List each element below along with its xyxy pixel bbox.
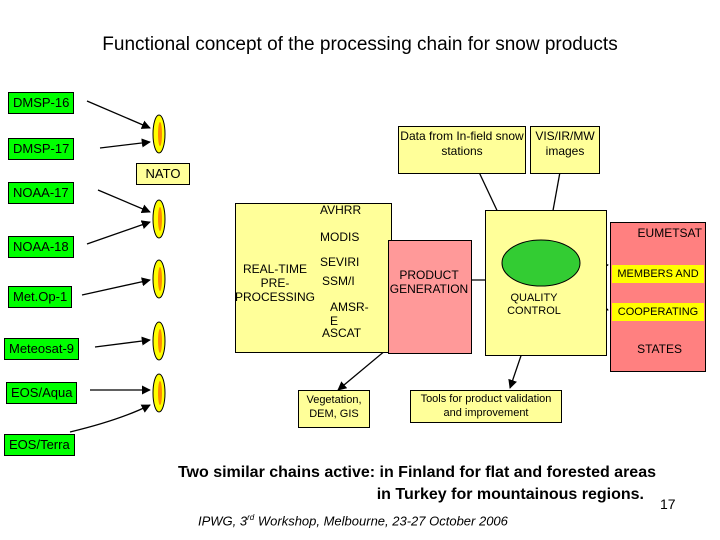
- antenna-dish-icon: [152, 373, 166, 413]
- satellite-label: DMSP-16: [8, 92, 75, 114]
- antenna-dish-icon: [152, 114, 166, 154]
- eumetsat-cooperating: COOPERATING: [612, 303, 704, 321]
- sensor-label: AVHRR: [320, 203, 362, 217]
- tools-box: Tools for product validation and improve…: [410, 390, 562, 423]
- antenna-dish-icon: [152, 259, 166, 299]
- nato-box: NATO: [136, 163, 190, 185]
- satellite-label: NOAA-18: [8, 236, 74, 258]
- satellite-label: NOAA-17: [8, 182, 74, 204]
- vis-images-box: VIS/IR/MW images: [530, 126, 600, 174]
- page-number: 17: [660, 496, 676, 512]
- page-title: Functional concept of the processing cha…: [102, 34, 618, 55]
- sensor-label: MODIS: [320, 230, 360, 244]
- sensor-label: SSM/I: [322, 274, 355, 288]
- antenna-dish-icon: [152, 199, 166, 239]
- workshop-suffix: Workshop, Melbourne, 23-27 October 2006: [254, 513, 508, 529]
- footer-line1: Two similar chains active: in Finland fo…: [177, 464, 656, 481]
- satellite-label: DMSP-17: [8, 138, 75, 160]
- satellite-label: EOS/Aqua: [6, 382, 78, 404]
- product-generation-label: PRODUCT GENERATION: [389, 268, 469, 296]
- eumetsat-title: EUMETSAT: [637, 226, 702, 240]
- field-stations-box: Data from In-field snow stations: [398, 126, 526, 174]
- quality-control-circle: [501, 239, 581, 287]
- eumetsat-members: MEMBERS AND: [612, 265, 704, 283]
- quality-control-label: QUALITY CONTROL: [507, 292, 561, 317]
- preprocessing-box: [235, 203, 392, 353]
- product-generation-box: [388, 240, 472, 354]
- sensor-label: AMSR-E: [330, 300, 369, 328]
- workshop-sup: rd: [247, 513, 255, 522]
- eumetsat-states: STATES: [637, 342, 682, 356]
- sensor-label: ASCAT: [322, 326, 362, 340]
- vegetation-box: Vegetation, DEM, GIS: [298, 390, 370, 428]
- antenna-dish-icon: [152, 321, 166, 361]
- preprocessing-label: REAL-TIME PRE-PROCESSING: [235, 262, 316, 304]
- workshop-prefix: IPWG, 3: [198, 513, 248, 529]
- satellite-label: EOS/Terra: [4, 434, 75, 456]
- sensor-label: SEVIRI: [320, 255, 360, 269]
- satellite-label: Met.Op-1: [8, 286, 73, 308]
- satellite-label: Meteosat-9: [4, 338, 80, 360]
- workshop-caption: IPWG, 3rd Workshop, Melbourne, 23-27 Oct…: [198, 513, 508, 528]
- footer-line2: in Turkey for mountainous regions.: [376, 486, 644, 503]
- eumetsat-box: [610, 222, 706, 372]
